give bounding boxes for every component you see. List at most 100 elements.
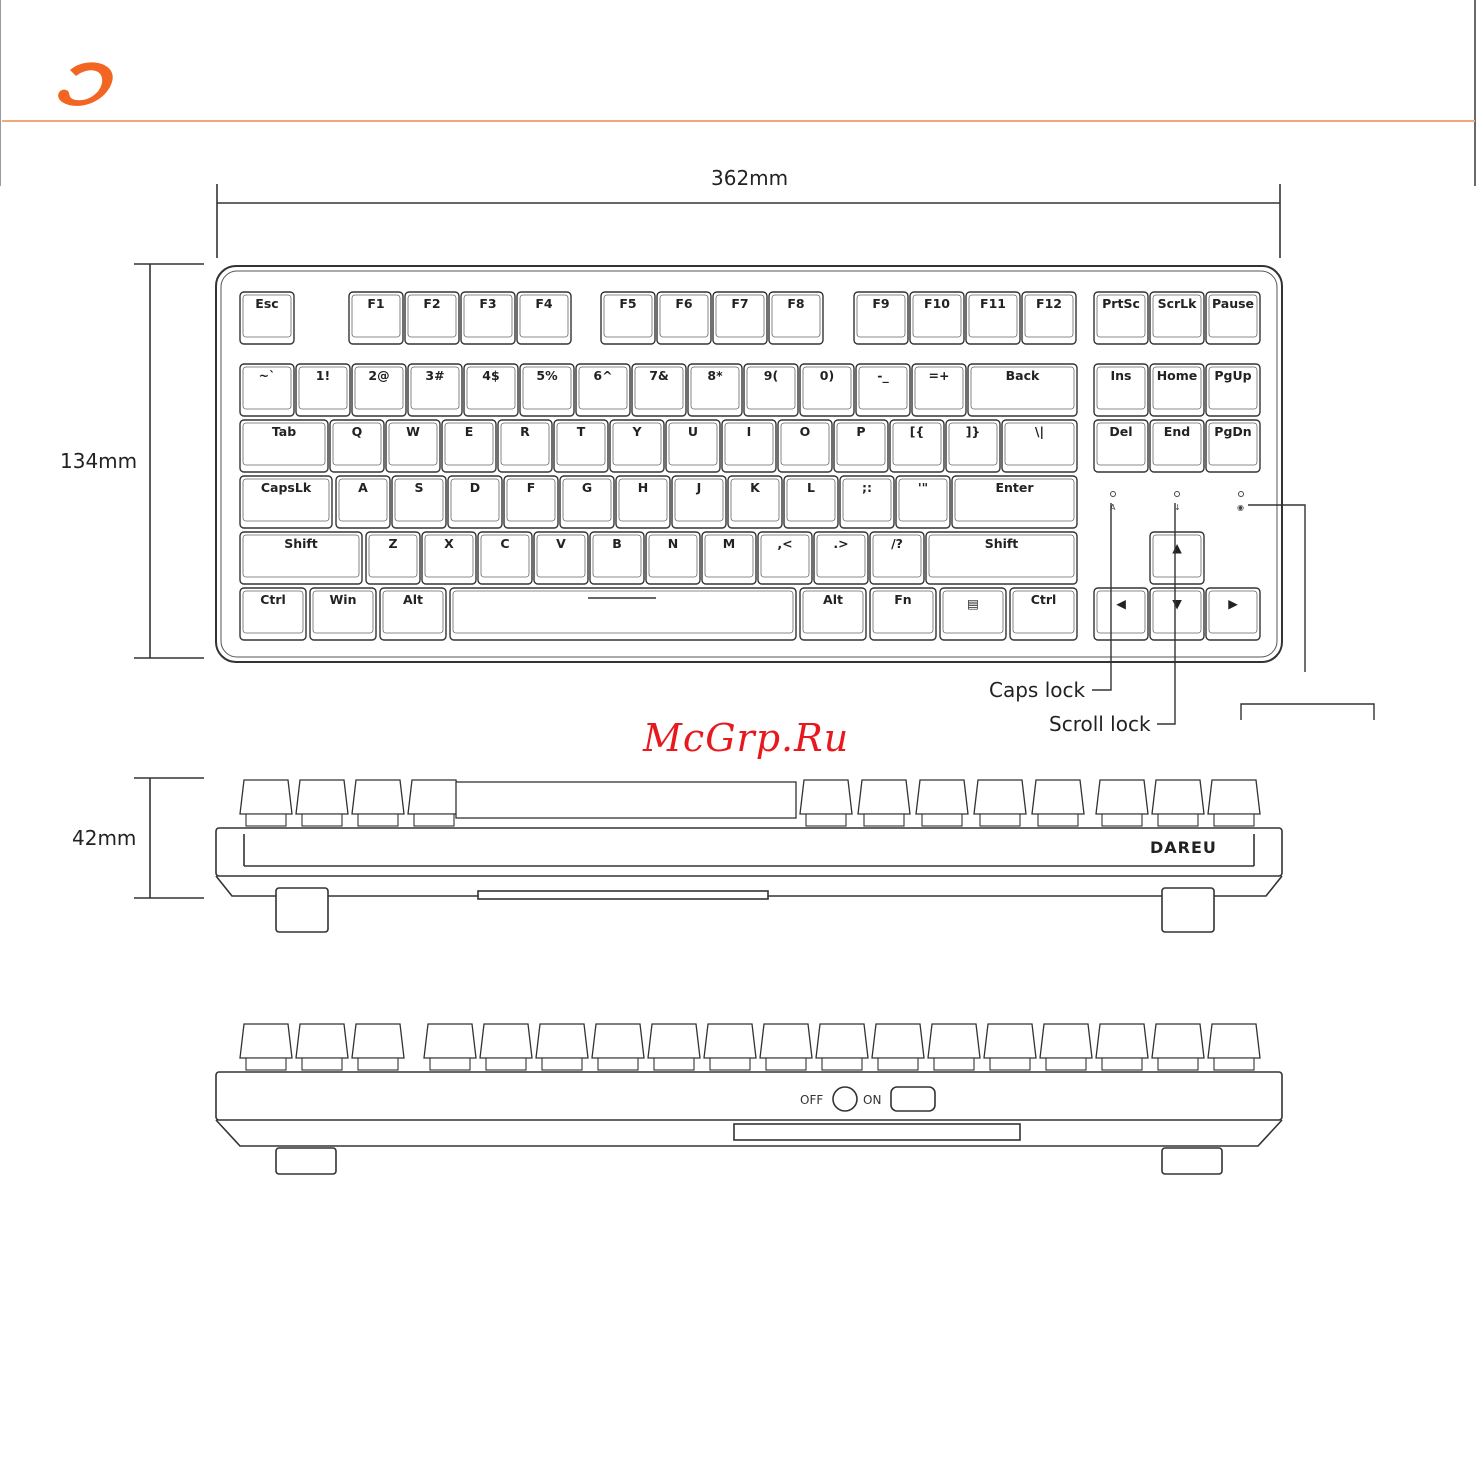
keycap[interactable]: P bbox=[833, 419, 889, 473]
keycap[interactable]: ▲ bbox=[1149, 531, 1205, 585]
keycap[interactable]: /? bbox=[869, 531, 925, 585]
keycap[interactable]: 6^ bbox=[575, 363, 631, 417]
keycap[interactable]: 2@ bbox=[351, 363, 407, 417]
keycap[interactable]: End bbox=[1149, 419, 1205, 473]
keycap-profile bbox=[1207, 779, 1261, 815]
keycap[interactable]: M bbox=[701, 531, 757, 585]
keycap[interactable]: G bbox=[559, 475, 615, 529]
keycap[interactable]: Alt bbox=[379, 587, 447, 641]
keycap[interactable]: F1 bbox=[348, 291, 404, 345]
keycap[interactable]: I bbox=[721, 419, 777, 473]
keycap[interactable]: Alt bbox=[799, 587, 867, 641]
keycap[interactable]: =+ bbox=[911, 363, 967, 417]
keycap[interactable]: 7& bbox=[631, 363, 687, 417]
keycap[interactable]: CapsLk bbox=[239, 475, 333, 529]
keycap-label: 0) bbox=[820, 368, 834, 383]
keycap[interactable]: A bbox=[335, 475, 391, 529]
keycap[interactable]: F12 bbox=[1021, 291, 1077, 345]
keycap[interactable]: PgUp bbox=[1205, 363, 1261, 417]
keycap[interactable] bbox=[449, 587, 797, 641]
keycap[interactable]: '" bbox=[895, 475, 951, 529]
keycap[interactable]: 4$ bbox=[463, 363, 519, 417]
keycap[interactable]: J bbox=[671, 475, 727, 529]
keycap[interactable]: Fn bbox=[869, 587, 937, 641]
keycap-label: =+ bbox=[929, 368, 950, 383]
frame-border-left bbox=[0, 0, 1, 186]
keycap[interactable]: 8* bbox=[687, 363, 743, 417]
keycap[interactable]: ▼ bbox=[1149, 587, 1205, 641]
keycap[interactable]: W bbox=[385, 419, 441, 473]
keycap[interactable]: Shift bbox=[239, 531, 363, 585]
keycap[interactable]: K bbox=[727, 475, 783, 529]
keycap[interactable]: V bbox=[533, 531, 589, 585]
keycap[interactable]: \| bbox=[1001, 419, 1078, 473]
keycap[interactable]: -_ bbox=[855, 363, 911, 417]
keycap[interactable]: T bbox=[553, 419, 609, 473]
keycap[interactable]: O bbox=[777, 419, 833, 473]
keycap[interactable]: Pause bbox=[1205, 291, 1261, 345]
keycap[interactable]: Back bbox=[967, 363, 1078, 417]
keycap[interactable]: Win bbox=[309, 587, 377, 641]
keycap[interactable]: B bbox=[589, 531, 645, 585]
keycap[interactable]: F bbox=[503, 475, 559, 529]
keycap[interactable]: ]} bbox=[945, 419, 1001, 473]
keycap[interactable]: F11 bbox=[965, 291, 1021, 345]
keycap[interactable]: L bbox=[783, 475, 839, 529]
keycap[interactable]: Ctrl bbox=[239, 587, 307, 641]
keycap[interactable]: E bbox=[441, 419, 497, 473]
keycap[interactable]: F9 bbox=[853, 291, 909, 345]
keycap[interactable]: D bbox=[447, 475, 503, 529]
keycap-label: Ins bbox=[1111, 368, 1132, 383]
keycap[interactable]: H bbox=[615, 475, 671, 529]
keycap[interactable]: N bbox=[645, 531, 701, 585]
keycap[interactable]: Shift bbox=[925, 531, 1078, 585]
keycap[interactable]: ScrLk bbox=[1149, 291, 1205, 345]
keycap[interactable]: R bbox=[497, 419, 553, 473]
keycap[interactable]: Y bbox=[609, 419, 665, 473]
keycap[interactable]: Enter bbox=[951, 475, 1078, 529]
keycap[interactable]: ;: bbox=[839, 475, 895, 529]
keycap[interactable]: ◀ bbox=[1093, 587, 1149, 641]
keycap[interactable]: ▶ bbox=[1205, 587, 1261, 641]
keycap[interactable]: Esc bbox=[239, 291, 295, 345]
keycap[interactable]: C bbox=[477, 531, 533, 585]
keycap[interactable]: 1! bbox=[295, 363, 351, 417]
keycap[interactable]: Tab bbox=[239, 419, 329, 473]
keycap[interactable]: 5% bbox=[519, 363, 575, 417]
keycap[interactable]: Home bbox=[1149, 363, 1205, 417]
keycap-profile bbox=[1031, 779, 1085, 815]
keycap-label: S bbox=[414, 480, 423, 495]
keycap[interactable]: Q bbox=[329, 419, 385, 473]
switch-stem bbox=[1101, 813, 1143, 827]
width-dimension bbox=[216, 184, 1281, 258]
keycap[interactable]: S bbox=[391, 475, 447, 529]
power-switch-icon[interactable] bbox=[832, 1086, 858, 1112]
keycap[interactable]: F10 bbox=[909, 291, 965, 345]
keycap[interactable]: 9( bbox=[743, 363, 799, 417]
keycap[interactable]: 0) bbox=[799, 363, 855, 417]
keycap[interactable]: Ctrl bbox=[1009, 587, 1078, 641]
keycap[interactable]: 3# bbox=[407, 363, 463, 417]
keycap[interactable]: ~` bbox=[239, 363, 295, 417]
keycap[interactable]: PrtSc bbox=[1093, 291, 1149, 345]
keycap[interactable]: F2 bbox=[404, 291, 460, 345]
keycap[interactable]: U bbox=[665, 419, 721, 473]
keycap[interactable]: X bbox=[421, 531, 477, 585]
keycap[interactable]: PgDn bbox=[1205, 419, 1261, 473]
keycap-label: F1 bbox=[367, 296, 384, 311]
keycap[interactable]: [{ bbox=[889, 419, 945, 473]
keycap[interactable]: F6 bbox=[656, 291, 712, 345]
keycap[interactable]: ,< bbox=[757, 531, 813, 585]
keycap[interactable]: F4 bbox=[516, 291, 572, 345]
keycap[interactable]: Ins bbox=[1093, 363, 1149, 417]
keycap[interactable]: ▤ bbox=[939, 587, 1007, 641]
width-label: 362mm bbox=[711, 166, 789, 190]
keycap[interactable]: F8 bbox=[768, 291, 824, 345]
keycap[interactable]: F5 bbox=[600, 291, 656, 345]
keycap[interactable]: Del bbox=[1093, 419, 1149, 473]
keycap[interactable]: F7 bbox=[712, 291, 768, 345]
keycap[interactable]: Z bbox=[365, 531, 421, 585]
keycap[interactable]: .> bbox=[813, 531, 869, 585]
switch-stem bbox=[765, 1057, 807, 1071]
keycap[interactable]: F3 bbox=[460, 291, 516, 345]
